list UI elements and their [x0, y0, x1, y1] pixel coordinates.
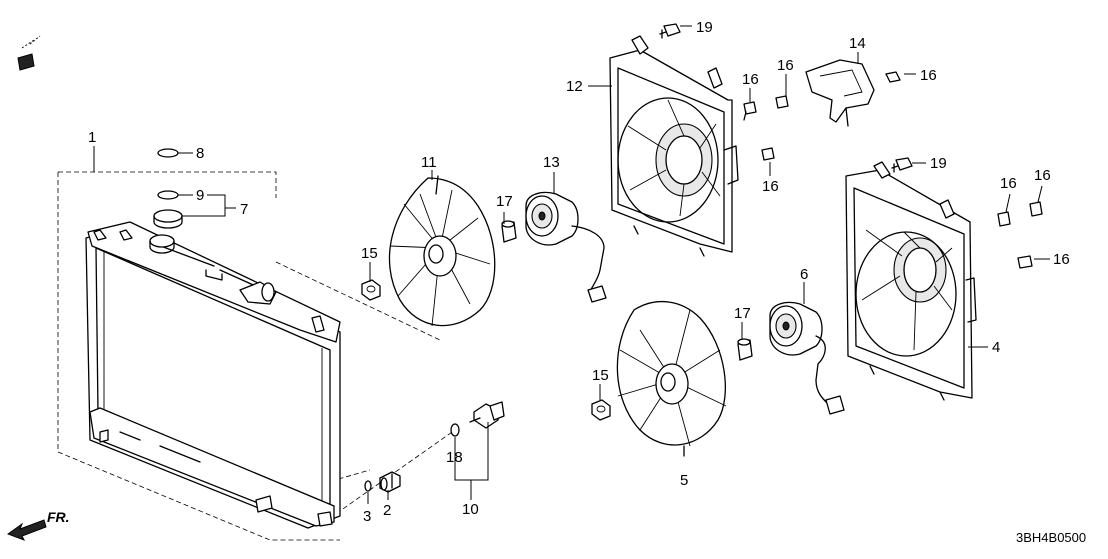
callout-16-c: 16: [920, 67, 937, 84]
callout-9: 9: [196, 187, 204, 204]
callout-8: 8: [196, 145, 204, 162]
callout-18: 18: [446, 449, 463, 466]
callout-16-a: 16: [742, 71, 759, 88]
fan-shroud-12: [609, 35, 739, 257]
callout-16-g: 16: [1053, 251, 1070, 268]
bolt-16-c: [885, 71, 901, 83]
spacer-17-upper: [501, 220, 517, 243]
fan-motor-6: [769, 301, 845, 415]
leader-lines: [93, 25, 1050, 504]
callout-16-f: 16: [1034, 167, 1051, 184]
bracket-14: [805, 59, 875, 127]
radiator: [57, 171, 456, 541]
callout-6: 6: [800, 266, 808, 283]
callout-labels: 1 2 3 4 5 6 7 8 9 10 11 12 13 14 15 15 1…: [88, 19, 1070, 525]
bolt-16-f: [1029, 201, 1043, 217]
book-icon: [17, 35, 41, 71]
radiator-cap-seal-9: [157, 190, 179, 200]
drain-plug: [379, 471, 401, 493]
bolt-16-g: [1017, 255, 1033, 269]
callout-13: 13: [543, 154, 560, 171]
callout-16-b: 16: [777, 57, 794, 74]
callout-15-upper: 15: [361, 245, 378, 262]
front-direction-arrow: FR.: [6, 509, 70, 541]
bolt-16-b: [775, 95, 789, 109]
bolt-16-a: [743, 101, 757, 121]
bolt-16-d: [761, 147, 775, 161]
bolt-19-top: [659, 23, 681, 39]
fan-motor-13: [525, 191, 607, 303]
radiator-cap-seal-8: [157, 148, 179, 158]
callout-16-e: 16: [1000, 175, 1017, 192]
callout-3: 3: [363, 508, 371, 525]
callout-16-d: 16: [762, 178, 779, 195]
o-ring: [364, 480, 372, 492]
fan-shroud-4: [845, 161, 977, 401]
callout-7: 7: [240, 201, 248, 218]
callout-14: 14: [849, 35, 866, 52]
callout-2: 2: [383, 502, 391, 519]
diagram-code: 3BH4B0500: [1016, 530, 1086, 545]
callout-4: 4: [992, 339, 1000, 356]
o-ring-18: [450, 423, 460, 437]
fan-11: [388, 175, 496, 327]
temperature-switch: [469, 401, 505, 429]
callout-17-lower: 17: [734, 305, 751, 322]
callout-11: 11: [421, 154, 437, 171]
callout-15-lower: 15: [592, 367, 609, 384]
spacer-17-lower: [737, 338, 753, 361]
callout-19-right: 19: [930, 155, 947, 172]
nut-15-lower: [591, 399, 611, 421]
bolt-19-right: [891, 157, 913, 173]
front-direction-label: FR.: [47, 509, 70, 525]
fan-5: [616, 300, 727, 457]
callout-1: 1: [88, 129, 96, 146]
callout-5: 5: [680, 472, 688, 489]
bolt-16-e: [997, 211, 1011, 227]
callout-12: 12: [566, 78, 583, 95]
radiator-cap: [153, 209, 183, 229]
callout-17-upper: 17: [496, 193, 513, 210]
callout-19-top: 19: [696, 19, 713, 36]
nut-15-upper: [361, 279, 381, 301]
callout-10: 10: [462, 501, 479, 518]
